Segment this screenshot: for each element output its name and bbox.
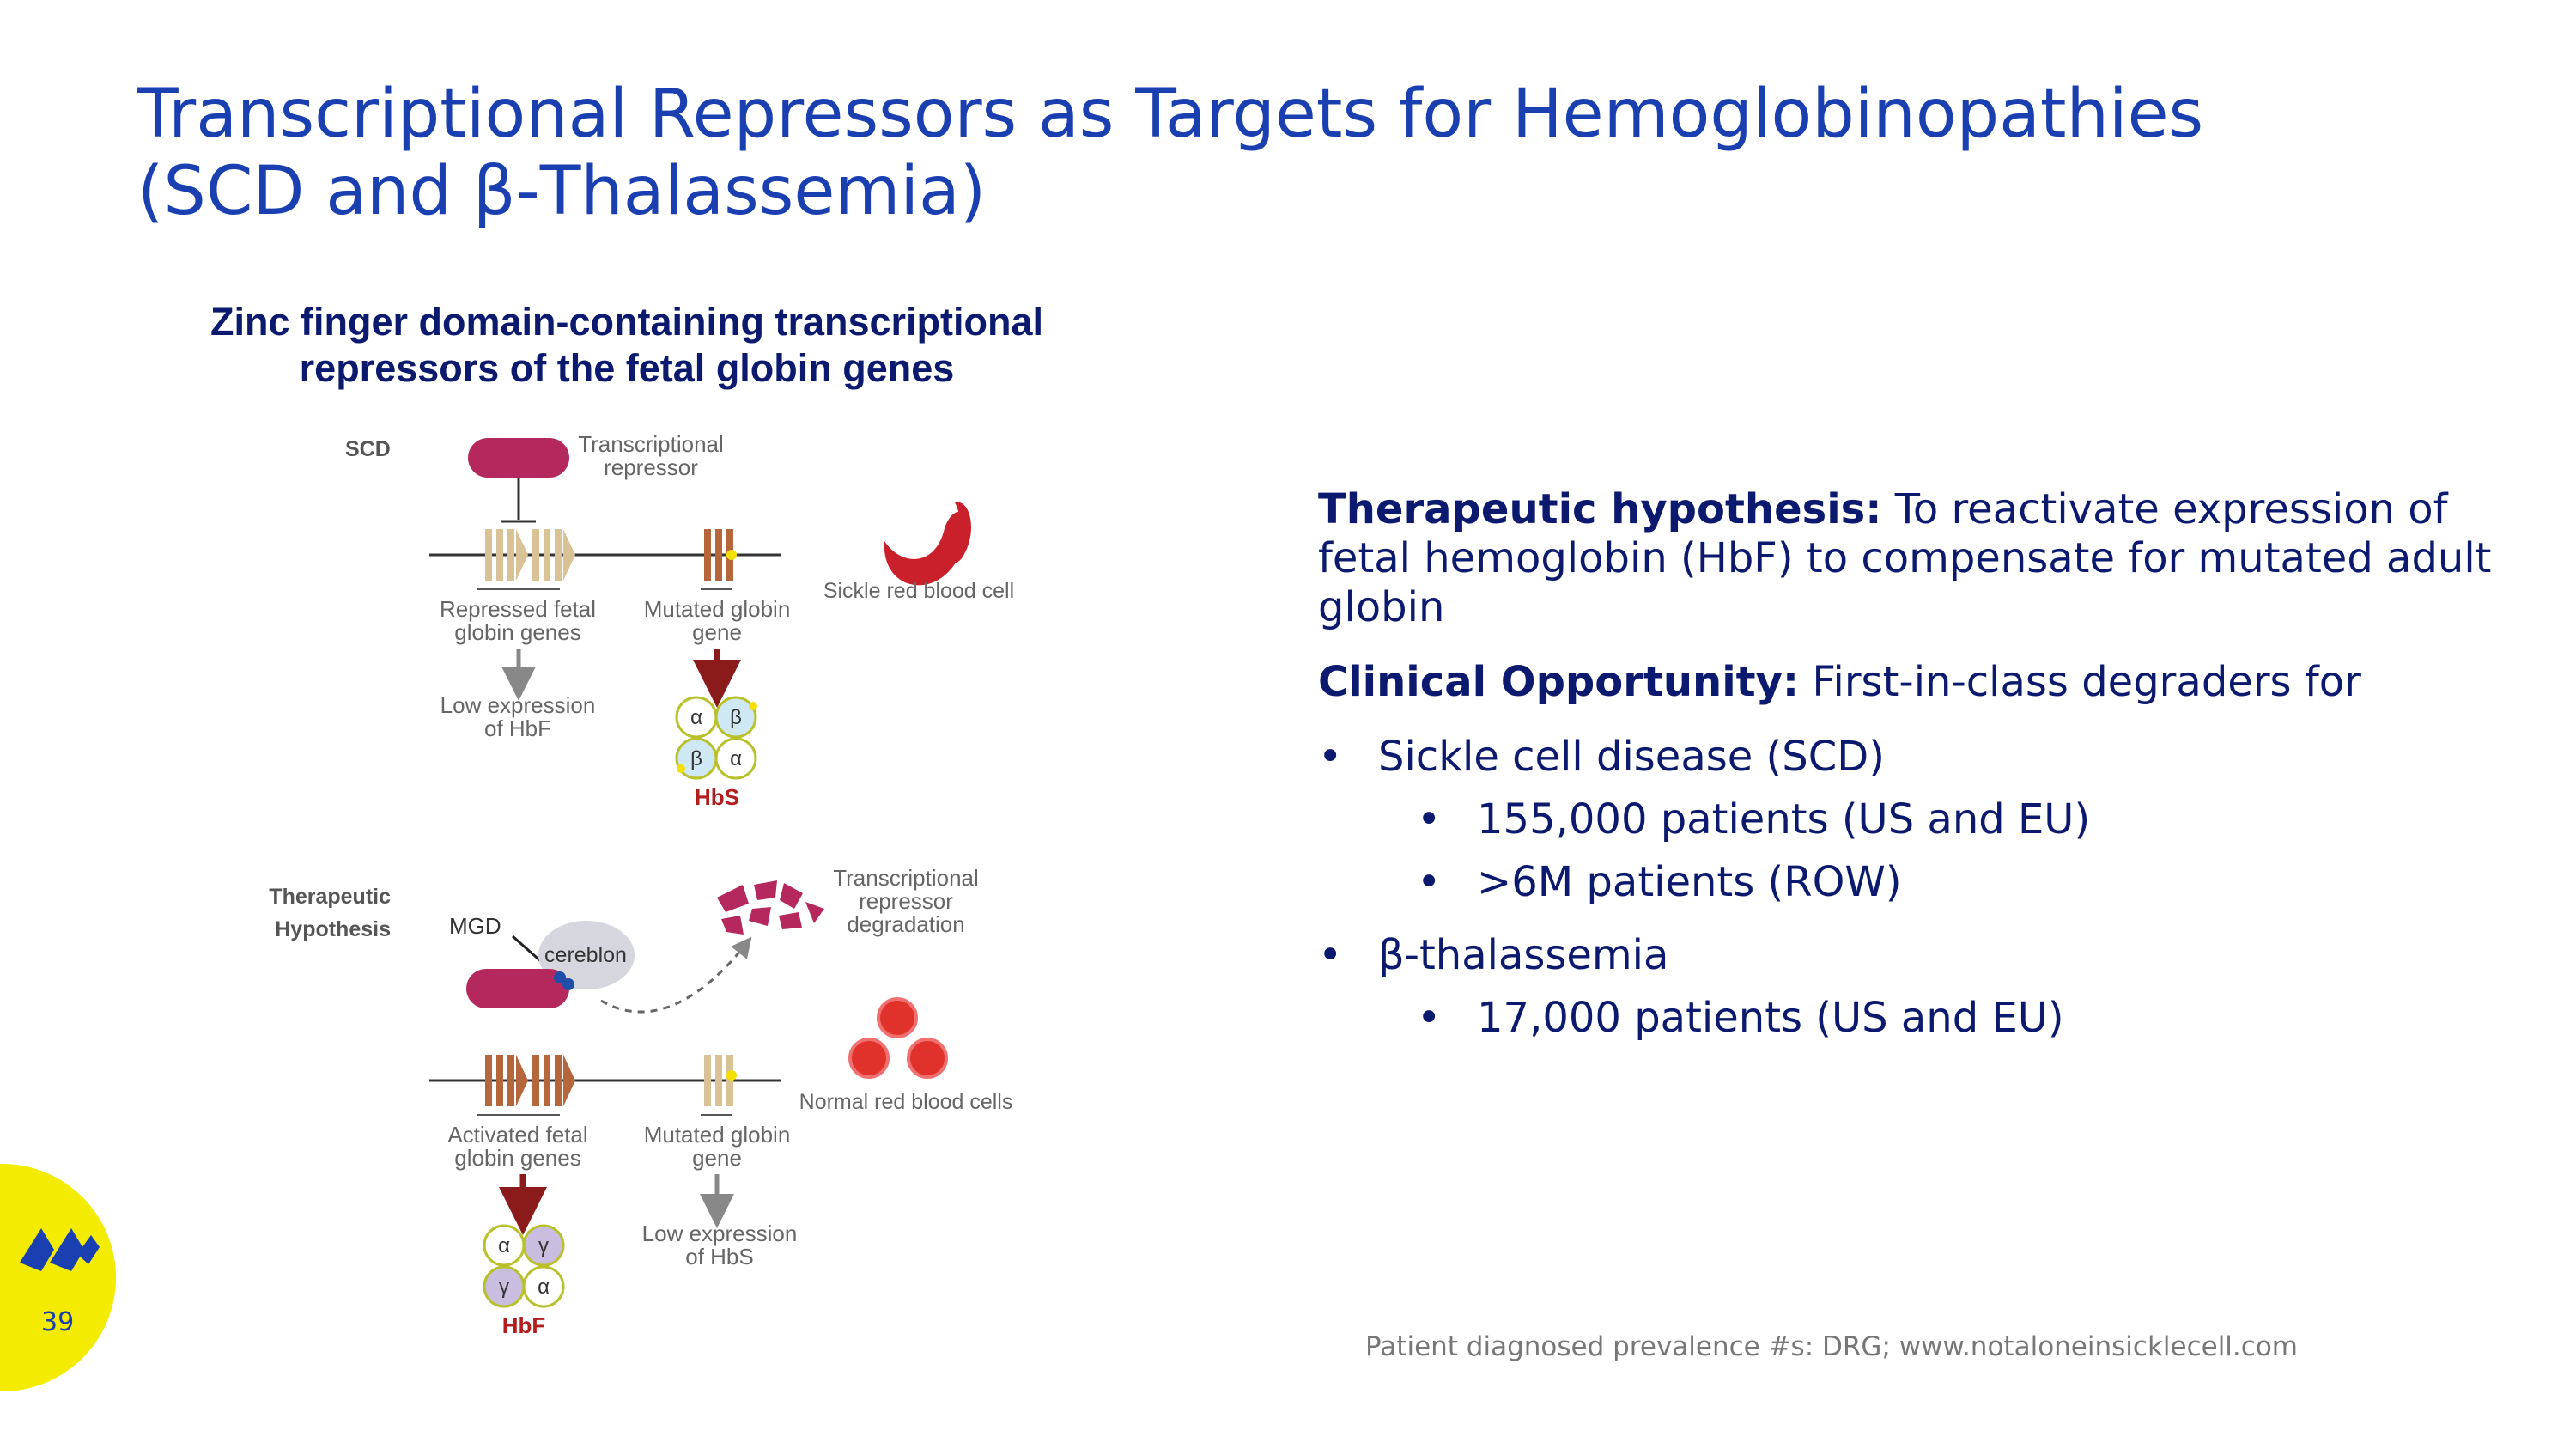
svg-text:α: α: [498, 1234, 510, 1257]
clinical-opportunity: Clinical Opportunity: First-in-class deg…: [1318, 658, 2520, 707]
company-logo-icon: [20, 1228, 100, 1271]
slide-title: Transcriptional Repressors as Targets fo…: [137, 76, 2370, 230]
hypothesis-label-2: Hypothesis: [275, 917, 391, 941]
low-hbs-label-1: Low expression: [642, 1221, 798, 1246]
low-hbf-label-2: of HbF: [484, 715, 551, 741]
sickle-cell-icon: [884, 511, 965, 586]
list-subitem: •17,000 patients (US and EU): [1417, 994, 2064, 1042]
repressor-label-1: Transcriptional: [578, 431, 724, 457]
bound-repressor-shape: [466, 969, 569, 1008]
mutated2-label-2: gene: [692, 1145, 742, 1171]
low-hbs-label-2: of HbS: [685, 1244, 754, 1269]
therapeutic-hypothesis: Therapeutic hypothesis: To reactivate ex…: [1318, 485, 2520, 632]
opportunity-text: First-in-class degraders for: [1799, 658, 2361, 706]
hypothesis-label-1: Therapeutic: [269, 885, 391, 909]
normal-rbc-label: Normal red blood cells: [799, 1090, 1013, 1114]
mutated-label-2: gene: [692, 619, 742, 645]
title-line-2: (SCD and β-Thalassemia): [137, 153, 987, 230]
content-panel: Therapeutic hypothesis: To reactivate ex…: [1318, 485, 2520, 1056]
diagram-heading-line-1: Zinc finger domain-containing transcript…: [210, 300, 1044, 344]
bullet-icon: •: [1417, 795, 1442, 843]
footnote: Patient diagnosed prevalence #s: DRG; ww…: [1365, 1331, 2298, 1362]
sickle-cell-label: Sickle red blood cell: [823, 579, 1014, 603]
normal-red-blood-cells-icon: [848, 997, 948, 1079]
repressed-label-1: Repressed fetal: [440, 596, 596, 622]
bullet-icon: •: [1417, 994, 1442, 1042]
list-subitem: •155,000 patients (US and EU): [1417, 795, 2091, 843]
svg-text:β: β: [690, 747, 702, 770]
mutated2-label-1: Mutated globin: [644, 1122, 791, 1148]
repressed-label-2: globin genes: [454, 619, 580, 645]
svg-text:β: β: [730, 706, 742, 729]
bullet-icon: •: [1318, 733, 1343, 781]
bullet-icon: •: [1318, 931, 1343, 979]
bullet-icon: •: [1417, 858, 1442, 906]
scd-label: SCD: [345, 437, 391, 461]
diagram-heading-line-2: repressors of the fetal globin genes: [299, 346, 955, 390]
svg-text:α: α: [730, 747, 742, 770]
degradation-label-3: degradation: [847, 911, 964, 937]
mgd-label: MGD: [449, 913, 501, 939]
degradation-label-2: repressor: [859, 888, 953, 914]
list-item: •β-thalassemia: [1318, 931, 1669, 979]
list-item: •Sickle cell disease (SCD): [1318, 733, 1885, 781]
svg-text:α: α: [538, 1275, 550, 1299]
activated-label-1: Activated fetal: [447, 1122, 587, 1148]
cereblon-label: cereblon: [544, 943, 627, 967]
degradation-arrow: [600, 936, 752, 1014]
repressed-fetal-genes-icon: [485, 529, 575, 581]
activated-label-2: globin genes: [454, 1145, 580, 1171]
diagram-heading: Zinc finger domain-containing transcript…: [163, 299, 1091, 392]
degradation-label-1: Transcriptional: [833, 865, 979, 891]
svg-text:γ: γ: [538, 1234, 549, 1257]
hbs-label: HbS: [695, 784, 739, 810]
mgd-molecule-icon: [554, 971, 566, 983]
hypothesis-label: Therapeutic hypothesis:: [1318, 485, 1882, 533]
transcriptional-repressor-shape: [468, 438, 569, 478]
low-hbf-label-1: Low expression: [440, 692, 596, 718]
repressor-label-2: repressor: [604, 454, 698, 480]
opportunity-label: Clinical Opportunity:: [1318, 658, 1800, 706]
title-line-1: Transcriptional Repressors as Targets fo…: [137, 76, 2204, 153]
hbs-tetramer-icon: α β β α: [675, 696, 757, 780]
mutated-label-1: Mutated globin: [644, 596, 791, 622]
hypothesis-text: To reactivate expression of fetal hemogl…: [1318, 485, 2492, 631]
list-subitem: •>6M patients (ROW): [1417, 858, 1902, 906]
hbf-tetramer-icon: α γ γ α: [483, 1224, 565, 1308]
page-number: 39: [41, 1307, 75, 1337]
degraded-repressor-fragments-icon: [717, 880, 824, 935]
svg-text:α: α: [690, 706, 702, 729]
sickle-cell-icon: [936, 502, 972, 565]
svg-text:γ: γ: [499, 1275, 509, 1299]
mutation-star-icon: [726, 550, 737, 560]
mgd-molecule-icon: [562, 978, 574, 990]
activated-fetal-genes-icon: [485, 1055, 575, 1106]
mutation-star-icon: [726, 1070, 737, 1081]
hbf-label: HbF: [502, 1312, 546, 1338]
mutated-globin-gene-icon: [704, 1055, 733, 1106]
